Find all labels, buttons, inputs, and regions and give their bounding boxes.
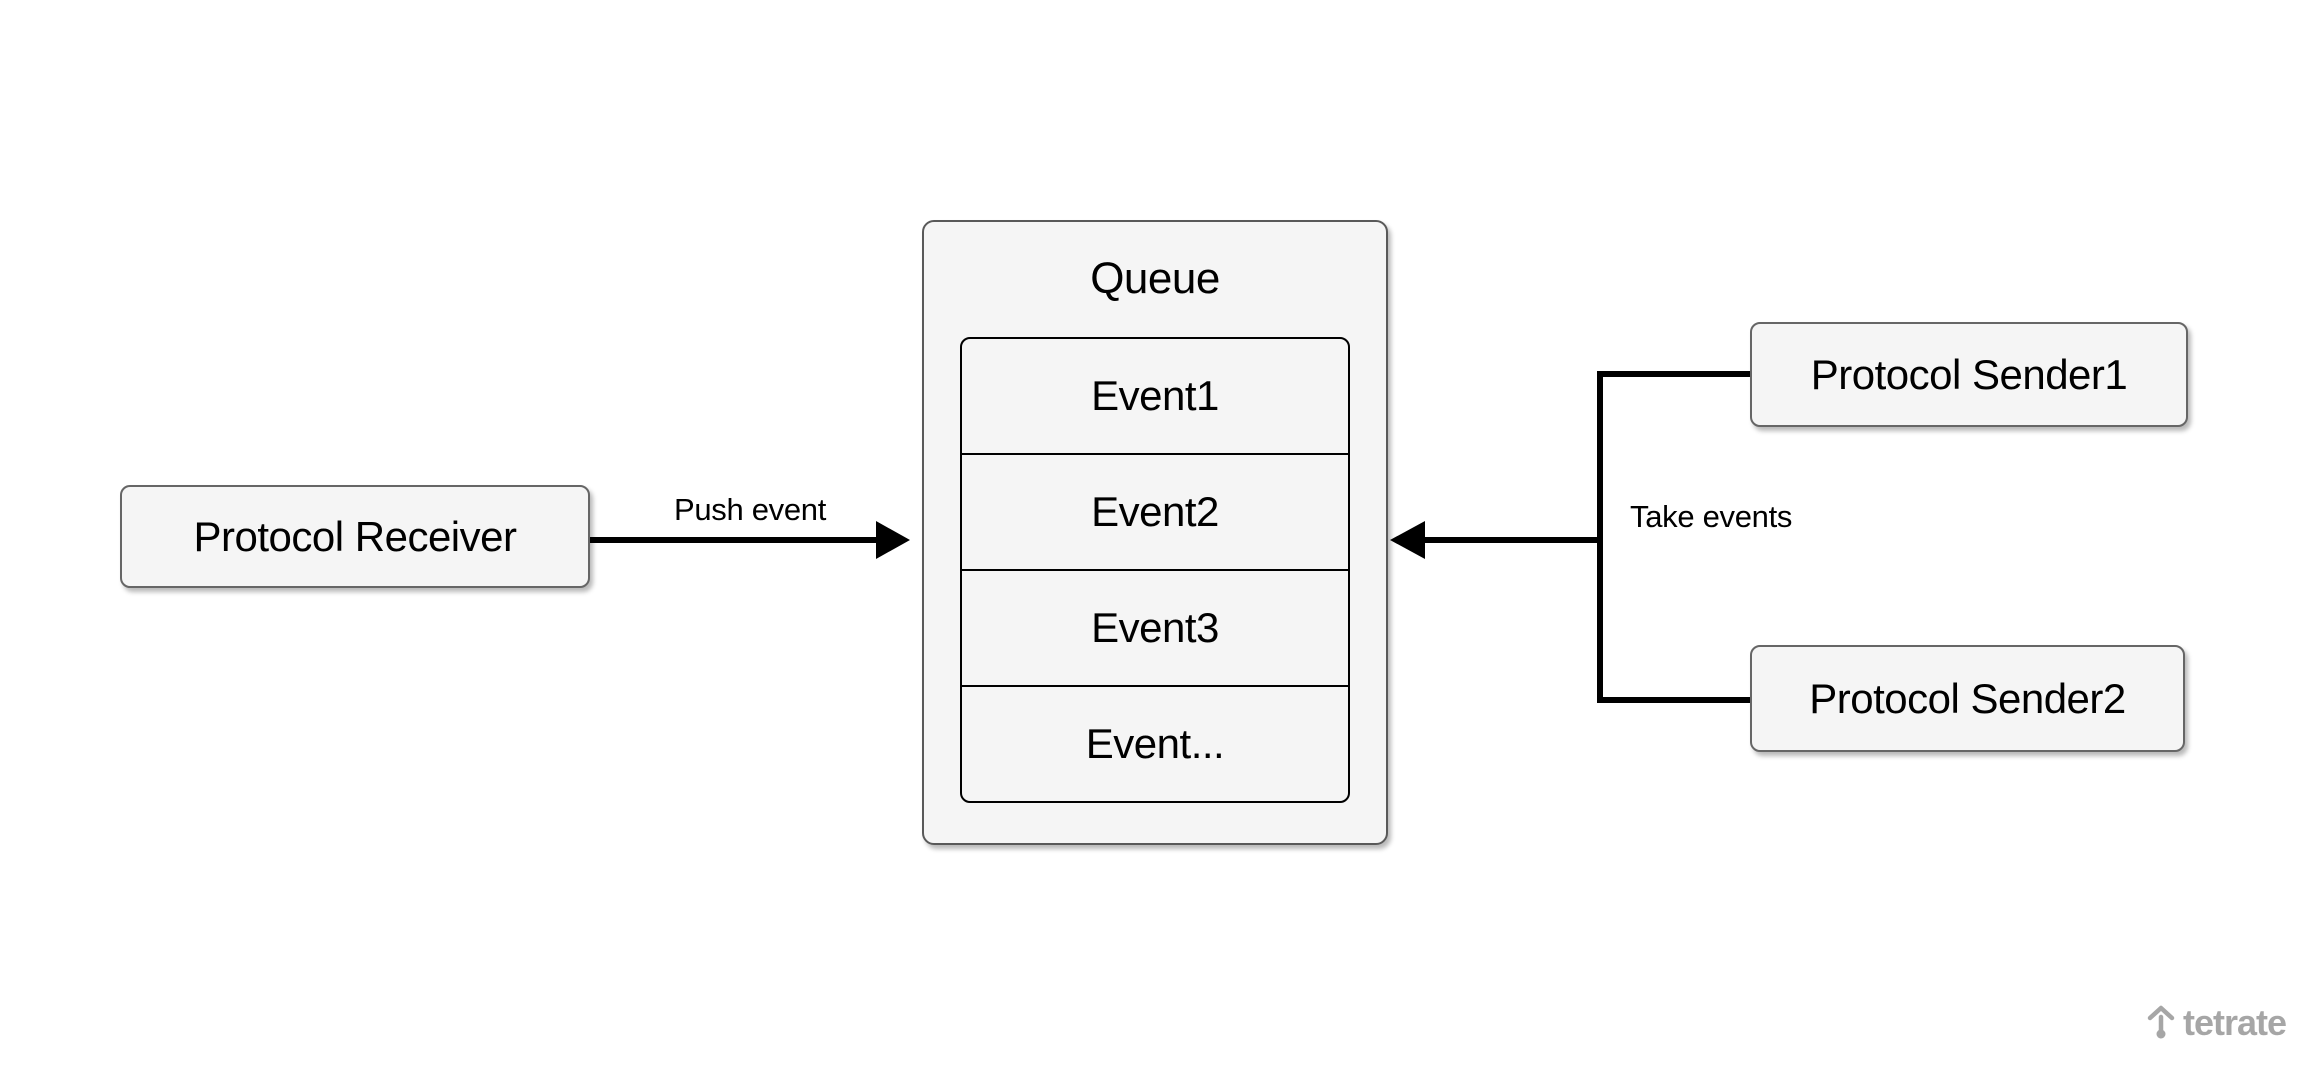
event-row: Event1 xyxy=(1091,372,1219,419)
tetrate-logo-text: tetrate xyxy=(2182,1002,2287,1043)
event-row: Event3 xyxy=(962,569,1348,685)
node-protocol-sender2: Protocol Sender2 xyxy=(1750,645,2185,752)
node-protocol-sender1-label: Protocol Sender1 xyxy=(1810,350,2128,398)
take-arrowhead-icon xyxy=(1390,521,1425,559)
node-protocol-receiver-label: Protocol Receiver xyxy=(193,512,517,560)
event-row: Event2 xyxy=(962,453,1348,569)
queue-event-stack: Event1 Event2 Event3 Event... xyxy=(960,337,1350,803)
take-events-edge-label: Take events xyxy=(1630,499,1793,534)
tetrate-logo: tetrate xyxy=(2146,1002,2287,1044)
node-queue: Queue Event1 Event2 Event3 Event... xyxy=(922,220,1388,845)
node-protocol-sender1: Protocol Sender1 xyxy=(1750,322,2188,427)
push-event-edge-label: Push event xyxy=(673,492,827,527)
event-row: Event... xyxy=(962,685,1348,801)
tetrate-logo-mark-icon xyxy=(2147,1005,2175,1039)
node-protocol-sender2-label: Protocol Sender2 xyxy=(1809,674,2126,722)
queue-title: Queue xyxy=(1090,254,1220,303)
senders-bracket-line xyxy=(1597,371,1750,703)
node-protocol-receiver: Protocol Receiver xyxy=(120,485,590,588)
